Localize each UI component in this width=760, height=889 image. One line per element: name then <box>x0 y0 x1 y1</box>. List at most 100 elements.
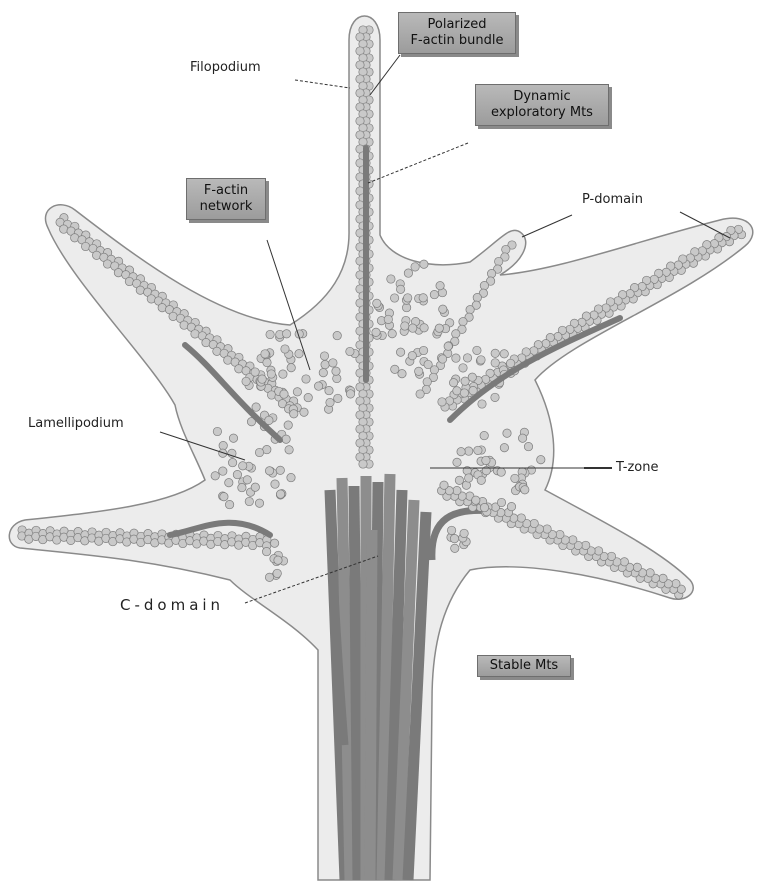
actin-bead <box>169 312 177 320</box>
actin-bead <box>255 448 263 456</box>
actin-bead <box>333 331 341 339</box>
actin-bead <box>480 431 488 439</box>
actin-bead <box>507 502 515 510</box>
actin-bead <box>302 375 310 383</box>
actin-bead <box>569 536 577 544</box>
actin-bead <box>491 359 499 367</box>
actin-bead <box>398 370 406 378</box>
actin-bead <box>271 480 279 488</box>
actin-bead <box>444 342 452 350</box>
filopodium-label: Filopodium <box>190 60 261 76</box>
actin-bead <box>404 269 412 277</box>
actin-bead <box>295 350 303 358</box>
actin-bead <box>672 580 680 588</box>
actin-bead <box>480 503 488 511</box>
actin-bead <box>460 389 468 397</box>
actin-bead <box>419 346 427 354</box>
actin-bead <box>258 375 266 383</box>
actin-bead <box>281 345 289 353</box>
actin-bead <box>282 330 290 338</box>
actin-bead <box>255 499 263 507</box>
t-zone-label: T-zone <box>616 460 658 476</box>
actin-bead <box>450 534 458 542</box>
actin-bead <box>293 388 301 396</box>
actin-bead <box>300 408 308 416</box>
actin-bead <box>220 493 228 501</box>
actin-bead <box>457 448 465 456</box>
actin-bead <box>472 496 480 504</box>
actin-bead <box>502 245 510 253</box>
stable-mts-label: Stable Mts <box>477 655 571 677</box>
actin-bead <box>251 368 259 376</box>
actin-bead <box>465 447 473 455</box>
actin-bead <box>228 458 236 466</box>
actin-bead <box>465 474 473 482</box>
actin-bead <box>314 382 322 390</box>
actin-bead <box>517 514 525 522</box>
actin-bead <box>332 367 340 375</box>
actin-bead <box>556 530 564 538</box>
actin-bead <box>390 294 398 302</box>
actin-bead <box>439 305 447 313</box>
actin-bead <box>191 330 199 338</box>
actin-bead <box>451 544 459 552</box>
actin-bead <box>251 483 259 491</box>
actin-bead <box>594 547 602 555</box>
actin-bead <box>453 387 461 395</box>
actin-bead <box>537 456 545 464</box>
actin-bead <box>287 473 295 481</box>
actin-bead <box>387 275 395 283</box>
actin-bead <box>415 367 423 375</box>
actin-bead <box>274 556 282 564</box>
actin-bead <box>388 330 396 338</box>
actin-bead <box>404 294 412 302</box>
actin-bead <box>500 444 508 452</box>
actin-bead <box>304 393 312 401</box>
actin-bead <box>265 467 273 475</box>
actin-bead <box>287 364 295 372</box>
actin-bead <box>384 315 392 323</box>
actin-bead <box>265 573 273 581</box>
lamellipodium-label: Lamellipodium <box>28 416 124 432</box>
actin-bead <box>279 370 287 378</box>
actin-bead <box>480 281 488 289</box>
actin-bead <box>487 269 495 277</box>
actin-bead <box>438 355 446 363</box>
actin-bead <box>447 526 455 534</box>
actin-bead <box>239 462 247 470</box>
actin-bead <box>463 354 471 362</box>
actin-bead <box>60 225 68 233</box>
actin-bead <box>276 466 284 474</box>
dynamic-exploratory-mts-label: Dynamic exploratory Mts <box>475 84 609 126</box>
dynamic-label-line-2: exploratory Mts <box>482 105 602 121</box>
actin-bead <box>424 360 432 368</box>
actin-bead <box>659 574 667 582</box>
actin-bead <box>396 348 404 356</box>
actin-bead <box>372 328 380 336</box>
actin-bead <box>334 394 342 402</box>
actin-bead <box>273 569 281 577</box>
actin-bead <box>409 324 417 332</box>
actin-bead <box>460 529 468 537</box>
actin-bead <box>81 242 89 250</box>
actin-bead <box>466 306 474 314</box>
actin-bead <box>543 525 551 533</box>
actin-bead <box>474 446 482 454</box>
actin-bead <box>511 474 519 482</box>
actin-bead <box>285 446 293 454</box>
actin-bead <box>452 330 460 338</box>
actin-bead <box>477 476 485 484</box>
actin-bead <box>420 324 428 332</box>
actin-bead <box>219 467 227 475</box>
polarized-f-actin-bundle-label: Polarized F-actin bundle <box>398 12 516 54</box>
p-domain-label: P-domain <box>582 192 643 208</box>
actin-bead <box>435 324 443 332</box>
actin-bead <box>225 500 233 508</box>
actin-bead <box>459 318 467 326</box>
actin-bead <box>452 354 460 362</box>
actin-bead <box>245 497 253 505</box>
actin-bead <box>229 434 237 442</box>
actin-bead <box>521 486 529 494</box>
actin-bead <box>436 282 444 290</box>
